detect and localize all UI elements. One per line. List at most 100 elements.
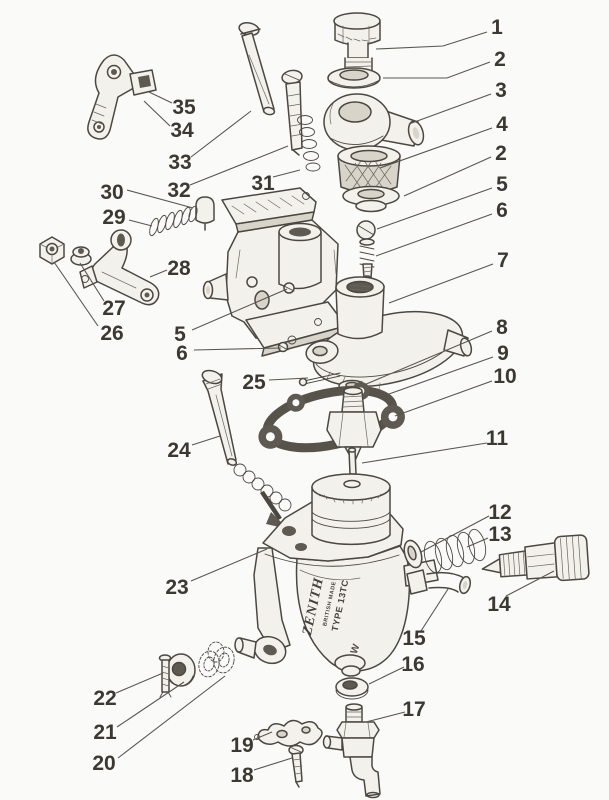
leader-line-5-5 (376, 187, 493, 230)
callout-25-25: 25 (242, 371, 266, 394)
part-18-screw (288, 744, 304, 788)
part-20-corrugated-washers (198, 641, 235, 678)
part-throttle-body (202, 187, 347, 357)
leader-line-35-37 (148, 91, 173, 104)
part-2-washer-lower (342, 185, 400, 213)
part-10-needle-valve (326, 386, 382, 471)
callout-32-34: 32 (167, 179, 190, 202)
part-26-nut (39, 236, 65, 265)
part-3-banjo-union (323, 93, 425, 151)
part-25-pivot-pin (298, 372, 341, 387)
callout-6-27: 6 (176, 342, 188, 365)
leader-line-5-26 (191, 288, 288, 331)
part-23-body-and-bowl: ZENITH BRITISH MADE TYPE 13TC W (234, 496, 439, 677)
leader-line-28-30 (149, 269, 168, 278)
leader-line-6-27 (193, 347, 282, 351)
callout-18-18: 18 (230, 764, 254, 787)
leader-line-15-15 (420, 588, 449, 632)
part-5-screw (356, 220, 376, 240)
leader-line-10-10 (394, 380, 493, 417)
leader-line-33-35 (190, 110, 252, 158)
callout-1-0: 1 (491, 16, 503, 39)
callout-28-30: 28 (167, 257, 191, 280)
leader-line-13-13 (466, 537, 489, 548)
part-19-clip (254, 719, 323, 747)
callout-34-36: 34 (170, 119, 194, 142)
part-34-35-choke-lever-assembly (87, 54, 157, 140)
callout-7-7: 7 (497, 249, 509, 272)
leader-line-18-18 (253, 757, 293, 771)
callout-22-22: 22 (93, 687, 116, 710)
leader-line-6-6 (375, 213, 493, 257)
callout-12-12: 12 (488, 501, 511, 524)
leader-line-7-7 (388, 263, 494, 304)
leader-line-23-23 (190, 548, 268, 582)
part-2-washer-upper (327, 67, 381, 89)
leader-line-8-8 (363, 330, 493, 386)
leader-line-25-25 (268, 377, 309, 381)
callout-11-11: 11 (486, 427, 509, 450)
leader-line-14-14 (505, 570, 555, 597)
part-7-float-chamber-cover (305, 276, 473, 391)
part-32-screw (281, 69, 304, 156)
part-4-filter-gauze (337, 145, 401, 194)
leader-line-20-20 (117, 675, 226, 759)
leader-line-17-17 (365, 711, 406, 723)
leader-line-4-3 (379, 127, 493, 169)
callout-31-33: 31 (251, 172, 275, 195)
part-1-banjo-bolt (333, 12, 381, 76)
callout-30-32: 30 (100, 181, 123, 204)
leader-line-2-1 (383, 61, 491, 79)
bowl-cast-letter: W (349, 642, 363, 655)
leader-line-2-4 (403, 156, 492, 197)
part-11-float (311, 447, 391, 546)
part-9-gasket (258, 381, 405, 453)
callout-24-24: 24 (167, 439, 191, 462)
leader-line-19-19 (252, 731, 273, 741)
callout-35-37: 35 (172, 96, 196, 119)
callout-21-21: 21 (93, 721, 117, 744)
needle-wire-and-arrow (233, 463, 292, 529)
leader-line-26-28 (53, 261, 99, 327)
callout-33-35: 33 (168, 151, 191, 174)
callout-19-19: 19 (230, 734, 253, 757)
callout-20-20: 20 (92, 752, 115, 775)
callout-3-2: 3 (495, 79, 507, 102)
callout-8-8: 8 (496, 316, 508, 339)
leader-line-12-12 (420, 515, 490, 553)
leader-line-11-11 (361, 442, 488, 464)
part-21-washer (166, 653, 196, 687)
leader-line-16-16 (368, 666, 405, 685)
callout-14-14: 14 (487, 593, 511, 616)
callout-16-16: 16 (401, 653, 424, 676)
callout-13-13: 13 (488, 523, 511, 546)
leader-line-1-0 (375, 31, 488, 50)
part-28-lever (79, 229, 160, 306)
callout-29-31: 29 (102, 206, 125, 229)
part-22-pin (158, 654, 172, 698)
callout-2-4: 2 (495, 142, 507, 165)
callout-9-9: 9 (497, 342, 509, 365)
leader-line-3-2 (408, 93, 492, 125)
part-27-washer-nut (70, 246, 92, 266)
leader-line-21-21 (116, 681, 185, 728)
callout-23-23: 23 (165, 576, 188, 599)
part-14-adjusting-screw (481, 534, 590, 582)
callout-layer: 1234256789101112131415161718192021222324… (53, 16, 555, 787)
leader-line-22-22 (115, 672, 164, 694)
part-31-spring (297, 115, 321, 172)
part-15-fuel-pipe (406, 569, 472, 595)
leader-line-27-29 (79, 262, 105, 302)
callout-26-28: 26 (100, 322, 123, 345)
part-16-washer (335, 677, 369, 700)
leader-line-24-24 (191, 435, 221, 446)
callout-27-29: 27 (102, 297, 125, 320)
part-33-rod (238, 22, 276, 116)
callout-15-15: 15 (402, 627, 426, 650)
callout-2-1: 2 (494, 48, 506, 71)
leader-line-29-31 (128, 219, 153, 227)
leader-line-9-9 (388, 356, 494, 395)
part-24-needle-rod (201, 369, 238, 466)
leader-line-31-33 (272, 169, 301, 178)
